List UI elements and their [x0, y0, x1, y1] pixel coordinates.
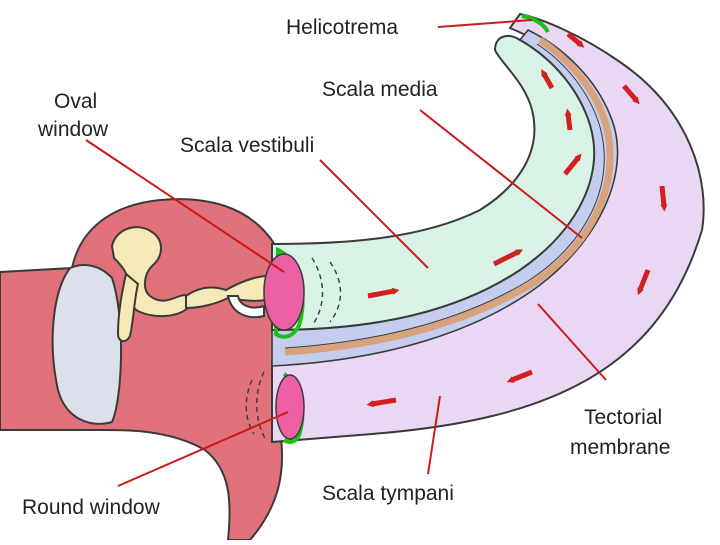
arrow-icon [506, 369, 533, 383]
arrow-icon [563, 153, 582, 176]
arrow-icon [622, 84, 640, 105]
oval-window [263, 246, 305, 339]
arrow-icon [566, 32, 585, 48]
arrow-icon [492, 249, 524, 267]
label-oval-window-line2: window [37, 118, 109, 141]
arrow-icon [541, 69, 555, 90]
arrow-icon [367, 287, 400, 299]
label-oval-window-line1: Oval [54, 90, 97, 113]
arrow-icon [564, 108, 573, 131]
membrane-edge [284, 43, 605, 349]
ossicles [110, 226, 270, 342]
fluid-wave-lines [245, 257, 342, 441]
label-tectorial-line2: membrane [570, 436, 670, 459]
label-helicotrema: Helicotrema [286, 16, 398, 39]
label-round-window: Round window [22, 496, 161, 519]
label-scala-tympani: Scala tympani [322, 482, 454, 505]
label-scala-media: Scala media [322, 78, 438, 101]
arrow-icon [659, 185, 668, 212]
arrow-icon [637, 269, 651, 296]
helicotrema-opening [521, 14, 550, 34]
flow-arrows [366, 32, 668, 408]
leader-lines [85, 19, 607, 487]
round-window [275, 372, 305, 444]
tectorial-membrane [284, 37, 614, 356]
label-tectorial-line1: Tectorial [584, 406, 662, 429]
arrow-icon [366, 397, 397, 408]
eardrum [51, 264, 123, 425]
label-scala-vestibuli: Scala vestibuli [180, 134, 314, 157]
